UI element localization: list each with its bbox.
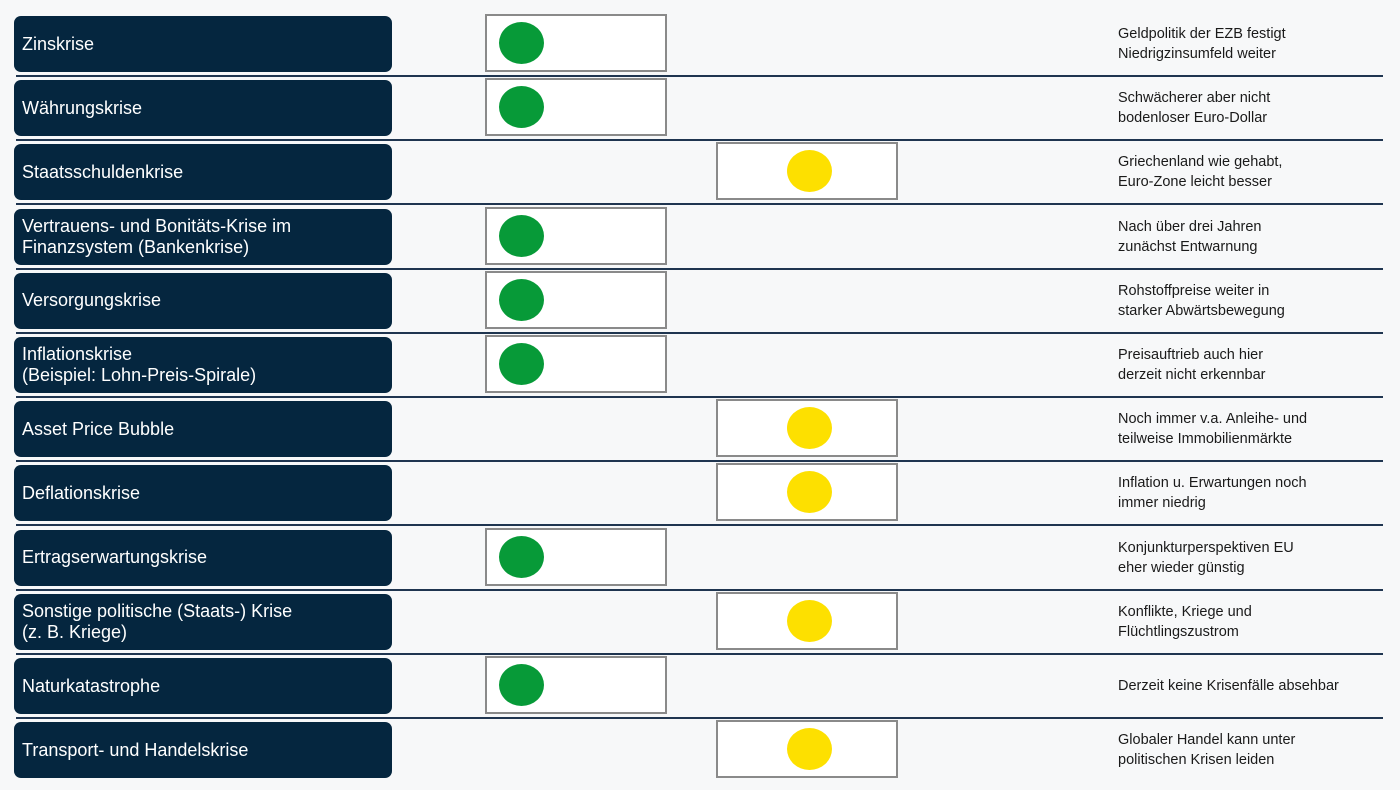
- status-indicator-yellow: [716, 463, 898, 522]
- crisis-row: Asset Price Bubble Noch immer v.a. Anlei…: [0, 399, 1400, 465]
- crisis-label: Deflationskrise: [14, 465, 392, 522]
- crisis-row: Deflationskrise Inflation u. Erwartungen…: [0, 463, 1400, 529]
- row-divider: [16, 460, 1383, 463]
- crisis-note: Derzeit keine Krisenfälle absehbar: [1118, 678, 1339, 694]
- traffic-light-dot: [499, 86, 544, 129]
- crisis-label: Sonstige politische (Staats-) Krise (z. …: [14, 593, 392, 650]
- crisis-label: Ertragserwartungskrise: [14, 529, 392, 586]
- row-divider: [16, 524, 1383, 527]
- traffic-light-dot: [787, 407, 832, 450]
- crisis-label: Naturkatastrophe: [14, 658, 392, 714]
- status-indicator-green: [485, 335, 667, 393]
- traffic-light-dot: [499, 343, 544, 385]
- status-indicator-yellow: [716, 720, 898, 779]
- crisis-label: Versorgungskrise: [14, 272, 392, 329]
- row-divider: [16, 331, 1383, 334]
- status-indicator-green: [485, 656, 667, 714]
- row-divider: [16, 203, 1383, 206]
- crisis-note: Konflikte, Kriege und Flüchtlingszustrom: [1118, 603, 1252, 640]
- status-indicator-green: [485, 78, 667, 137]
- crisis-row: Staatsschuldenkrise Griechenland wie geh…: [0, 142, 1400, 208]
- row-divider: [16, 652, 1383, 655]
- traffic-light-dot: [499, 664, 544, 706]
- status-indicator-green: [485, 270, 667, 329]
- crisis-note: Nach über drei Jahren zunächst Entwarnun…: [1118, 218, 1262, 255]
- row-divider: [16, 396, 1383, 398]
- crisis-label: Transport- und Handelskrise: [14, 722, 392, 779]
- crisis-row: Versorgungskrise Rohstoffpreise weiter i…: [0, 270, 1400, 337]
- crisis-note: Noch immer v.a. Anleihe- und teilweise I…: [1118, 411, 1308, 448]
- crisis-note: Inflation u. Erwartungen noch immer nied…: [1118, 475, 1307, 512]
- crisis-row: Naturkatastrophe Derzeit keine Krisenfäl…: [0, 656, 1400, 722]
- status-indicator-green: [485, 14, 667, 72]
- crisis-note: Schwächerer aber nicht bodenloser Euro-D…: [1118, 90, 1271, 127]
- crisis-label: Staatsschuldenkrise: [14, 144, 392, 201]
- crisis-row: Vertrauens- und Bonitäts-Krise im Finanz…: [0, 206, 1400, 273]
- status-indicator-yellow: [716, 142, 898, 201]
- crisis-note: Globaler Handel kann unter politischen K…: [1118, 732, 1296, 769]
- crisis-note: Geldpolitik der EZB festigt Niedrigzinsu…: [1118, 26, 1286, 62]
- traffic-light-dot: [787, 150, 832, 193]
- crisis-note: Griechenland wie gehabt, Euro-Zone leich…: [1118, 154, 1283, 191]
- traffic-light-dot: [787, 471, 832, 514]
- crisis-label: Zinskrise: [14, 16, 392, 72]
- status-indicator-yellow: [716, 591, 898, 650]
- traffic-light-dot: [499, 278, 544, 321]
- crisis-label: Inflationskrise (Beispiel: Lohn-Preis-Sp…: [14, 337, 392, 393]
- status-indicator-yellow: [716, 399, 898, 458]
- traffic-light-dot: [499, 214, 544, 257]
- status-indicator-green: [485, 527, 667, 586]
- traffic-light-dot: [499, 535, 544, 578]
- crisis-row: Ertragserwartungskrise Konjunkturperspek…: [0, 527, 1400, 594]
- status-indicator-green: [485, 206, 667, 265]
- row-divider: [16, 588, 1383, 591]
- crisis-label: Vertrauens- und Bonitäts-Krise im Finanz…: [14, 208, 392, 265]
- row-divider: [16, 717, 1383, 719]
- row-divider: [16, 139, 1383, 142]
- traffic-light-dot: [787, 728, 832, 771]
- crisis-row: Währungskrise Schwächerer aber nicht bod…: [0, 78, 1400, 144]
- crisis-label: Währungskrise: [14, 80, 392, 137]
- crisis-note: Preisauftrieb auch hier derzeit nicht er…: [1118, 347, 1266, 383]
- crisis-row: Inflationskrise (Beispiel: Lohn-Preis-Sp…: [0, 335, 1400, 401]
- crisis-row: Zinskrise Geldpolitik der EZB festigt Ni…: [0, 14, 1400, 80]
- crisis-row: Transport- und Handelskrise Globaler Han…: [0, 720, 1400, 786]
- crisis-note: Konjunkturperspektiven EU eher wieder gü…: [1118, 539, 1294, 576]
- crisis-label: Asset Price Bubble: [14, 401, 392, 458]
- crisis-note: Rohstoffpreise weiter in starker Abwärts…: [1118, 282, 1285, 319]
- traffic-light-dot: [787, 599, 832, 642]
- crisis-row: Sonstige politische (Staats-) Krise (z. …: [0, 591, 1400, 658]
- row-divider: [16, 267, 1383, 270]
- row-divider: [16, 75, 1383, 77]
- traffic-light-dot: [499, 22, 544, 64]
